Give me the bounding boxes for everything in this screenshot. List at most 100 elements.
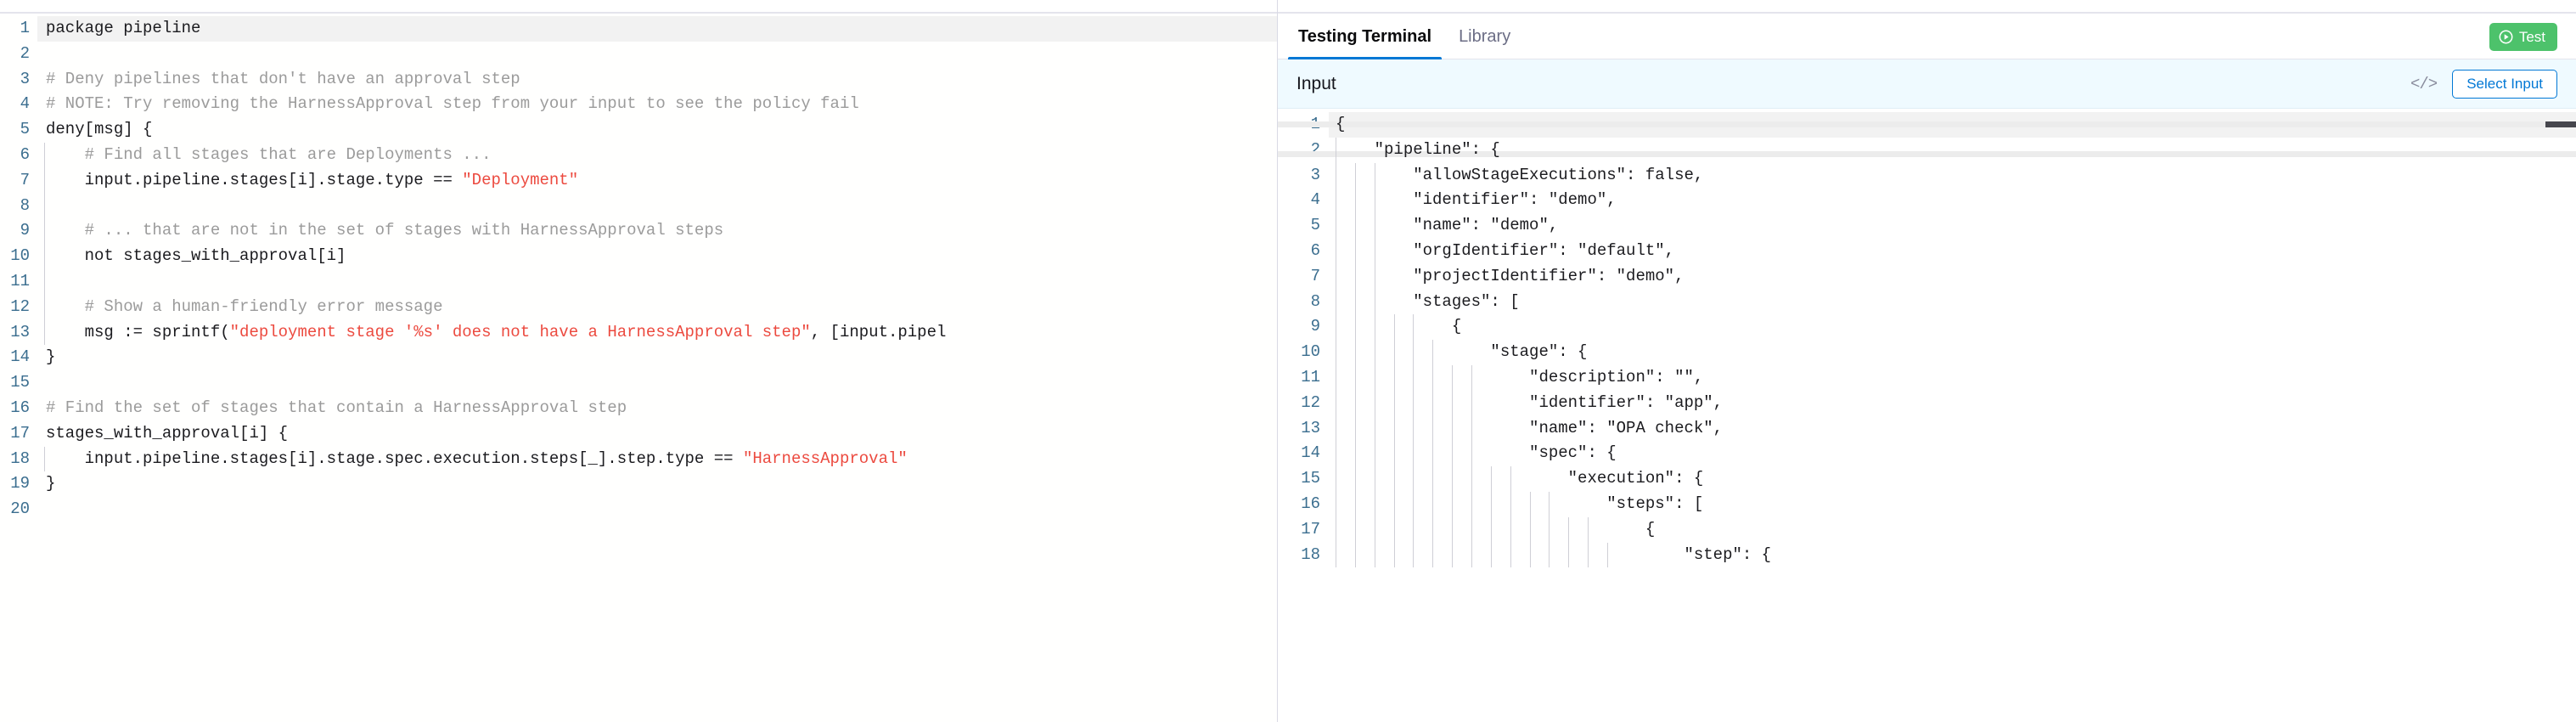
json-line[interactable]: 15 "execution": {	[1278, 466, 2576, 492]
code-text: # ... that are not in the set of stages …	[46, 218, 724, 244]
indent-guide	[1354, 289, 1356, 315]
indent-guide	[1354, 491, 1356, 517]
test-button-label: Test	[2518, 28, 2545, 45]
code-line[interactable]: 15	[0, 370, 1277, 396]
code-line[interactable]: 4# NOTE: Try removing the HarnessApprova…	[0, 92, 1277, 117]
line-number: 9	[20, 221, 30, 240]
indent-guide	[1432, 390, 1434, 416]
json-line[interactable]: 13 "name": "OPA check",	[1278, 415, 2576, 442]
code-line[interactable]: 8	[0, 193, 1277, 219]
json-line[interactable]: 10 "stage": {	[1278, 340, 2576, 365]
indent-guide	[1354, 238, 1356, 264]
indent-guide	[1549, 491, 1550, 517]
json-line-content: "execution": {	[1329, 466, 2576, 492]
json-line-number: 16	[1301, 494, 1320, 513]
code-token: }	[46, 474, 56, 494]
indent-guide	[1432, 364, 1434, 391]
line-number: 17	[10, 423, 30, 443]
code-line[interactable]: 5 deny[msg] {	[0, 117, 1277, 143]
json-line-content: "pipeline": {	[1329, 137, 2576, 163]
code-text: not stages_with_approval[i]	[46, 244, 346, 269]
line-number: 3	[20, 69, 30, 88]
indent-guide	[1393, 441, 1395, 467]
code-line[interactable]: 20	[0, 497, 1277, 522]
indent-guide	[1568, 516, 1570, 543]
json-line[interactable]: 18 "step": {	[1278, 542, 2576, 568]
code-text: input.pipeline.stages[i].stage.spec.exec…	[46, 447, 908, 472]
json-line[interactable]: 17 {	[1278, 516, 2576, 543]
code-line-content: # Show a human-friendly error message	[37, 294, 1277, 320]
indent-guide	[1510, 516, 1511, 543]
json-line[interactable]: 6 "orgIdentifier": "default",	[1278, 238, 2576, 264]
json-line[interactable]: 4 "identifier": "demo",	[1278, 188, 2576, 214]
indent-guide	[1413, 441, 1415, 467]
json-line-content: "steps": [	[1329, 491, 2576, 517]
test-button[interactable]: Test	[2489, 23, 2557, 51]
line-number: 7	[20, 170, 30, 189]
tab-testing-terminal[interactable]: Testing Terminal	[1285, 14, 1445, 60]
json-line-content: "identifier": "app",	[1329, 390, 2576, 416]
json-line-number: 17	[1301, 519, 1320, 539]
json-line[interactable]: 2 "pipeline": {	[1278, 137, 2576, 163]
json-text: "pipeline": {	[1336, 139, 1500, 159]
code-line[interactable]: 2	[0, 42, 1277, 67]
json-line[interactable]: 11 "description": "",	[1278, 364, 2576, 391]
code-line[interactable]: 9 # ... that are not in the set of stage…	[0, 218, 1277, 245]
indent-guide	[44, 268, 45, 295]
code-token: "deployment stage '%s' does not have a H…	[229, 322, 811, 341]
code-line-content: deny[msg] {	[37, 117, 1277, 143]
indent-guide	[44, 446, 45, 472]
code-line[interactable]: 10 not stages_with_approval[i]	[0, 244, 1277, 269]
code-line[interactable]: 14}	[0, 345, 1277, 370]
code-line[interactable]: 18 input.pipeline.stages[i].stage.spec.e…	[0, 446, 1277, 472]
code-line-content: input.pipeline.stages[i].stage.spec.exec…	[37, 446, 1277, 472]
json-line[interactable]: 8 "stages": [	[1278, 289, 2576, 315]
json-line[interactable]: 12 "identifier": "app",	[1278, 390, 2576, 416]
indent-guide	[1490, 542, 1492, 568]
json-line[interactable]: 3 "allowStageExecutions": false,	[1278, 162, 2576, 189]
code-token: input.pipeline.stages[i].stage.spec.exec…	[46, 448, 743, 468]
json-line[interactable]: 9 {	[1278, 314, 2576, 341]
line-number: 5	[20, 120, 30, 139]
code-line[interactable]: 6 # Find all stages that are Deployments…	[0, 142, 1277, 168]
code-line[interactable]: 12 # Show a human-friendly error message	[0, 294, 1277, 320]
input-json-scroll-area[interactable]: 1{2 "pipeline": {3 "allowStageExecutions…	[1278, 110, 2576, 722]
indent-guide	[1529, 491, 1531, 517]
code-line[interactable]: 19}	[0, 471, 1277, 497]
code-token: # Show a human-friendly error message	[46, 296, 443, 316]
indent-guide	[1452, 415, 1454, 442]
indent-guide	[1588, 516, 1589, 543]
json-text: {	[1336, 317, 1462, 336]
code-line[interactable]: 3 # Deny pipelines that don't have an app…	[0, 67, 1277, 93]
line-number: 6	[20, 144, 30, 164]
code-line[interactable]: 16# Find the set of stages that contain …	[0, 396, 1277, 421]
indent-guide	[1471, 415, 1472, 442]
json-line[interactable]: 16 "steps": [	[1278, 491, 2576, 517]
code-line-content: # Deny pipelines that don't have an appr…	[37, 67, 1277, 93]
code-line[interactable]: 13 msg := sprintf("deployment stage '%s'…	[0, 319, 1277, 346]
code-line[interactable]: 7 input.pipeline.stages[i].stage.type ==…	[0, 167, 1277, 194]
json-line-content: "description": "",	[1329, 364, 2576, 391]
json-line-content: {	[1329, 314, 2576, 341]
indent-guide	[1588, 542, 1589, 568]
indent-guide	[1510, 491, 1511, 517]
json-line[interactable]: 5 "name": "demo",	[1278, 213, 2576, 239]
json-line[interactable]: 14 "spec": {	[1278, 441, 2576, 467]
indent-guide	[1471, 364, 1472, 391]
tab-testing-terminal-label: Testing Terminal	[1298, 26, 1432, 46]
json-scroll-rail-thumb[interactable]	[2545, 121, 2576, 127]
json-line-content: "identifier": "demo",	[1329, 188, 2576, 214]
json-line[interactable]: 7 "projectIdentifier": "demo",	[1278, 263, 2576, 290]
json-line-content: "orgIdentifier": "default",	[1329, 238, 2576, 264]
code-text: # Deny pipelines that don't have an appr…	[46, 67, 520, 93]
code-line[interactable]: 11	[0, 268, 1277, 295]
select-input-button[interactable]: Select Input	[2452, 69, 2557, 99]
indent-guide	[1549, 516, 1550, 543]
tab-library[interactable]: Library	[1445, 14, 1524, 59]
code-brackets-icon[interactable]: </>	[2410, 74, 2438, 93]
indent-guide	[1393, 466, 1395, 492]
